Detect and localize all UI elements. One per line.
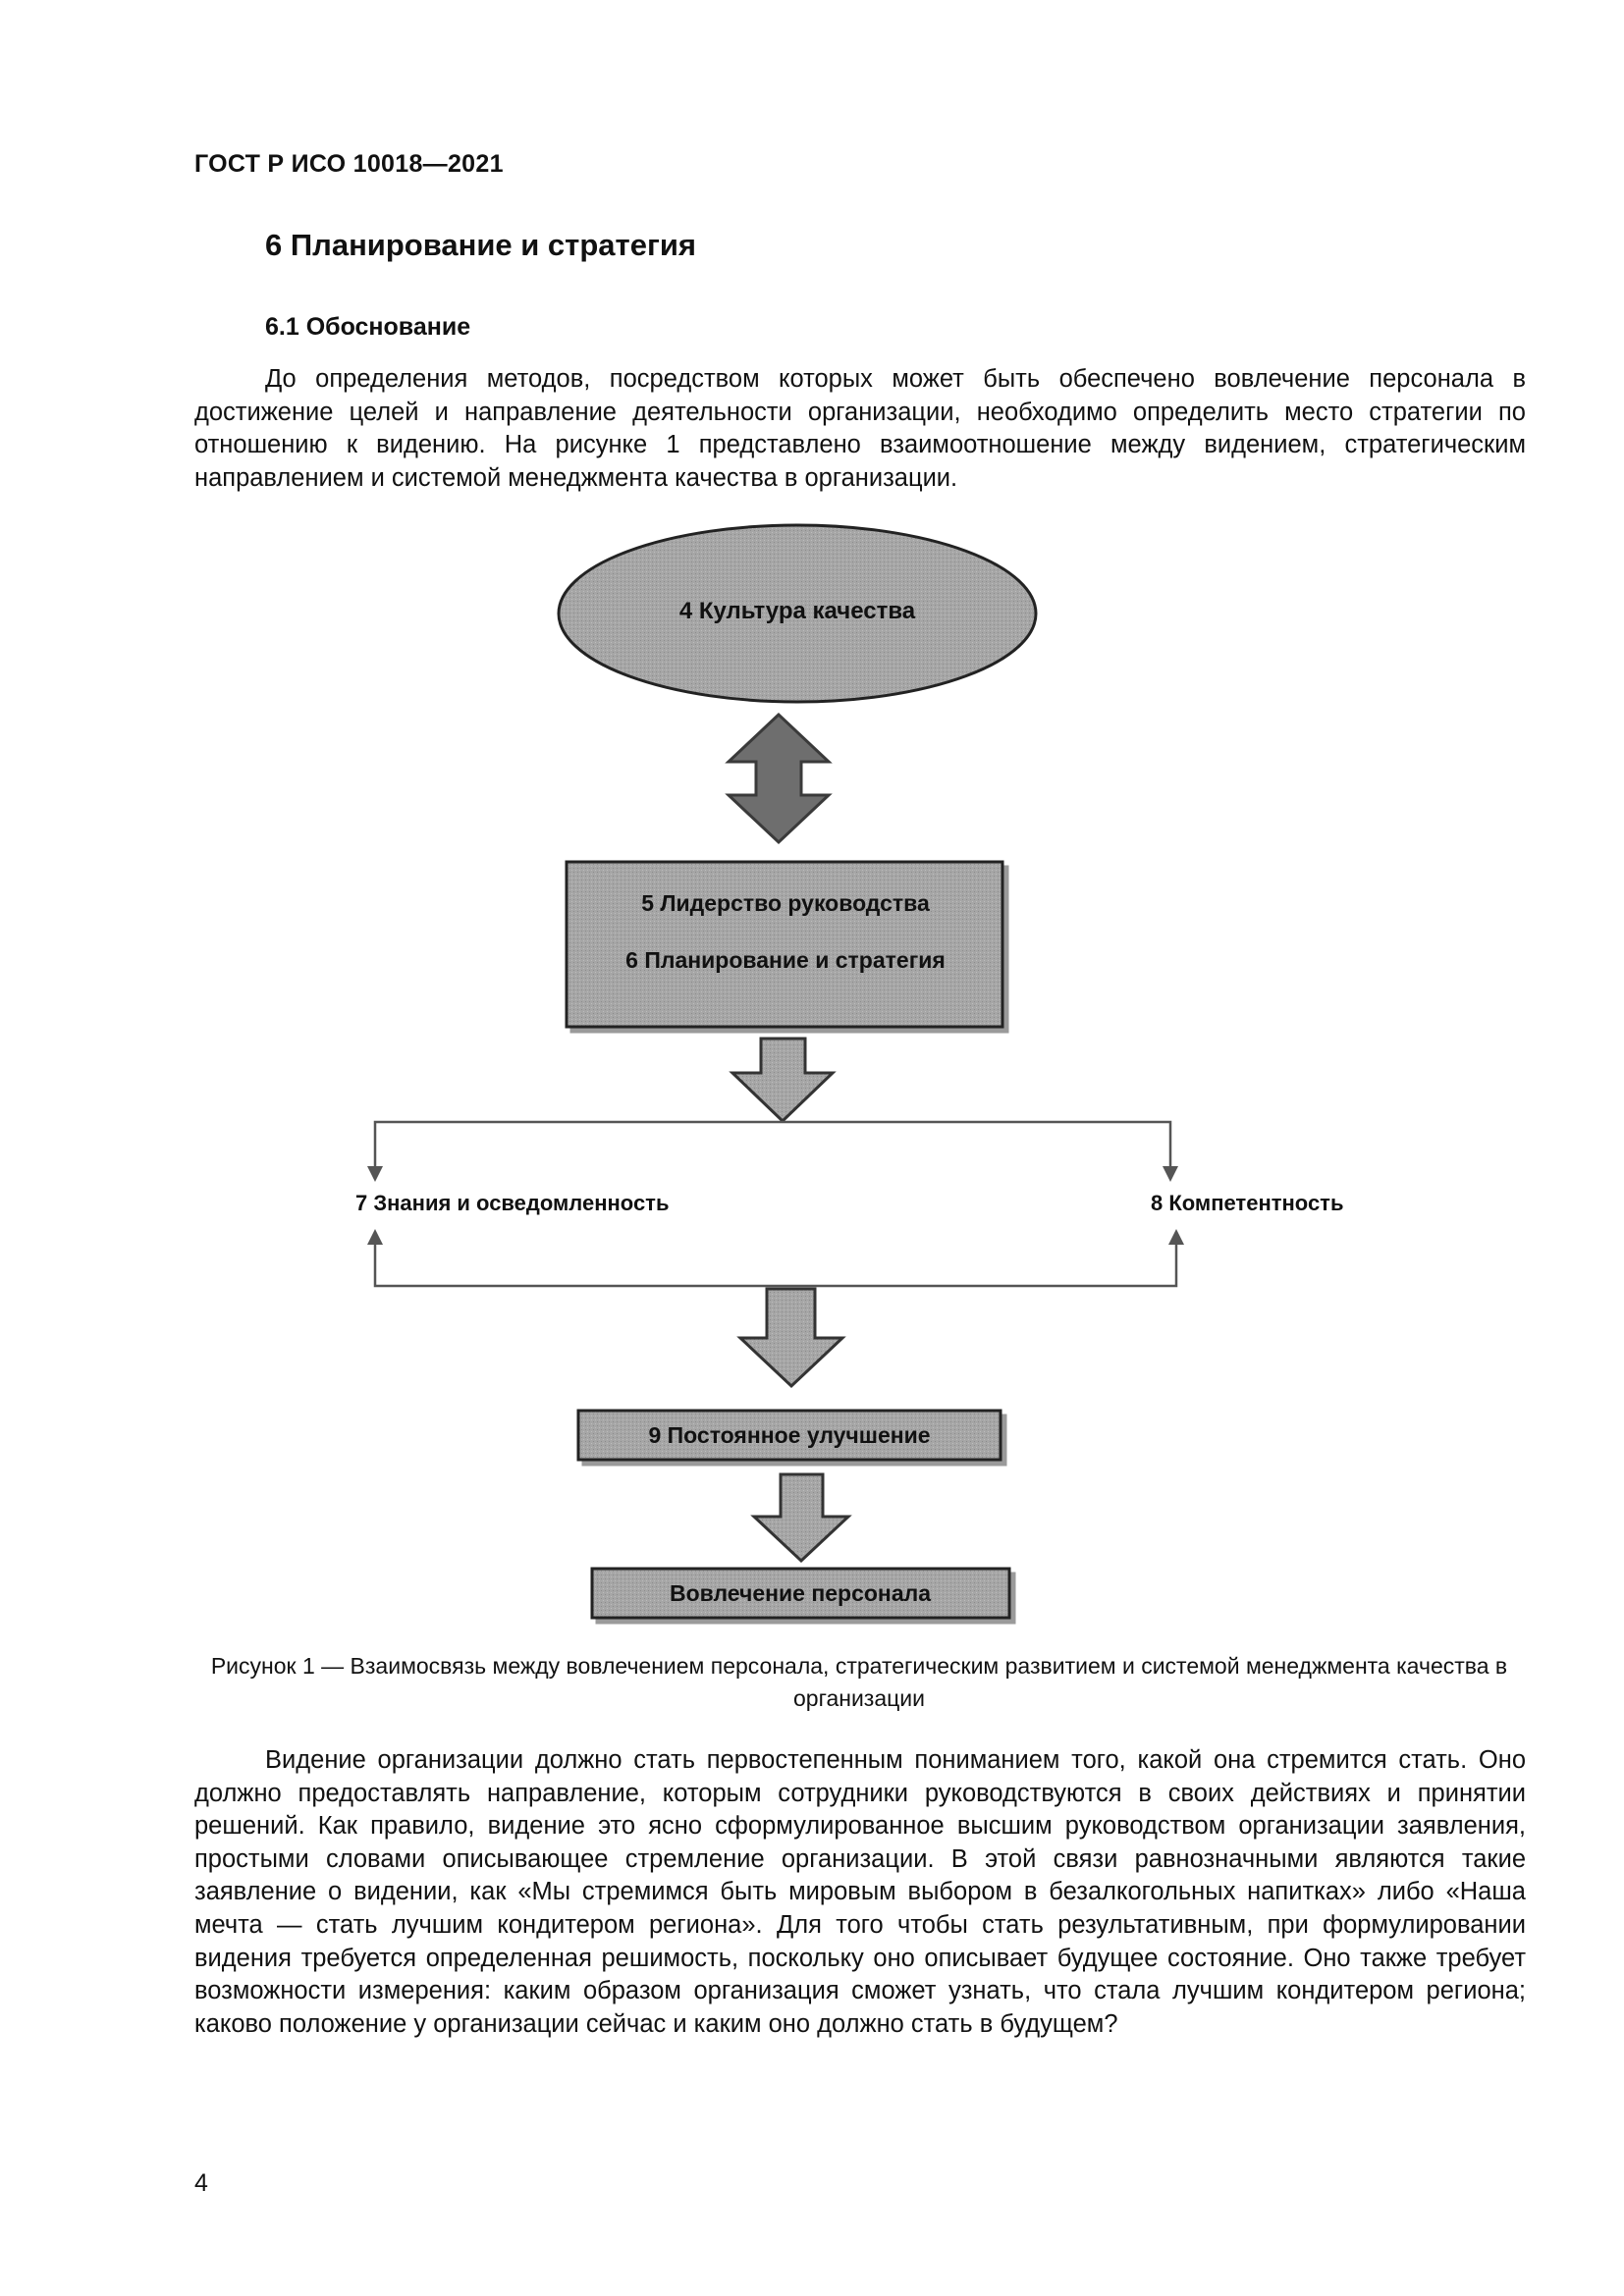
arrowhead-down-left <box>367 1166 383 1182</box>
connector-lines <box>373 1120 1178 1288</box>
leadership-planning-node <box>565 860 1004 1029</box>
knowledge-label: 7 Знания и осведомленность <box>355 1191 669 1215</box>
arrowhead-up-right <box>1168 1229 1184 1245</box>
standard-code: ГОСТ Р ИСО 10018—2021 <box>194 150 504 178</box>
improvement-label: 9 Постоянное улучшение <box>648 1422 930 1448</box>
down-arrow-icon <box>750 1472 852 1564</box>
section-title: 6 Планирование и стратегия <box>265 228 696 262</box>
paragraph-intro: До определения методов, посредством кото… <box>194 365 1526 492</box>
competence-label: 8 Компетентность <box>1151 1191 1343 1215</box>
down-arrow-icon <box>736 1287 846 1389</box>
leadership-label: 5 Лидерство руководства <box>641 890 930 916</box>
paragraph-vision: Видение организации должно стать первост… <box>194 1746 1526 2038</box>
arrowhead-down-right <box>1163 1166 1178 1182</box>
subsection-title: 6.1 Обоснование <box>265 313 471 341</box>
improvement-node <box>576 1409 1002 1462</box>
double-arrow-icon <box>725 712 833 845</box>
culture-label: 4 Культура качества <box>679 598 916 624</box>
arrowhead-up-left <box>367 1229 383 1245</box>
down-arrow-icon <box>729 1037 837 1124</box>
engagement-node <box>590 1567 1011 1620</box>
engagement-label: Вовлечение персонала <box>670 1580 931 1606</box>
page-number: 4 <box>194 2169 208 2197</box>
culture-node: 4 Культура качества <box>557 523 1038 704</box>
planning-label: 6 Планирование и стратегия <box>625 947 946 973</box>
figure-caption: Рисунок 1 — Взаимосвязь между вовлечение… <box>210 1653 1508 1711</box>
